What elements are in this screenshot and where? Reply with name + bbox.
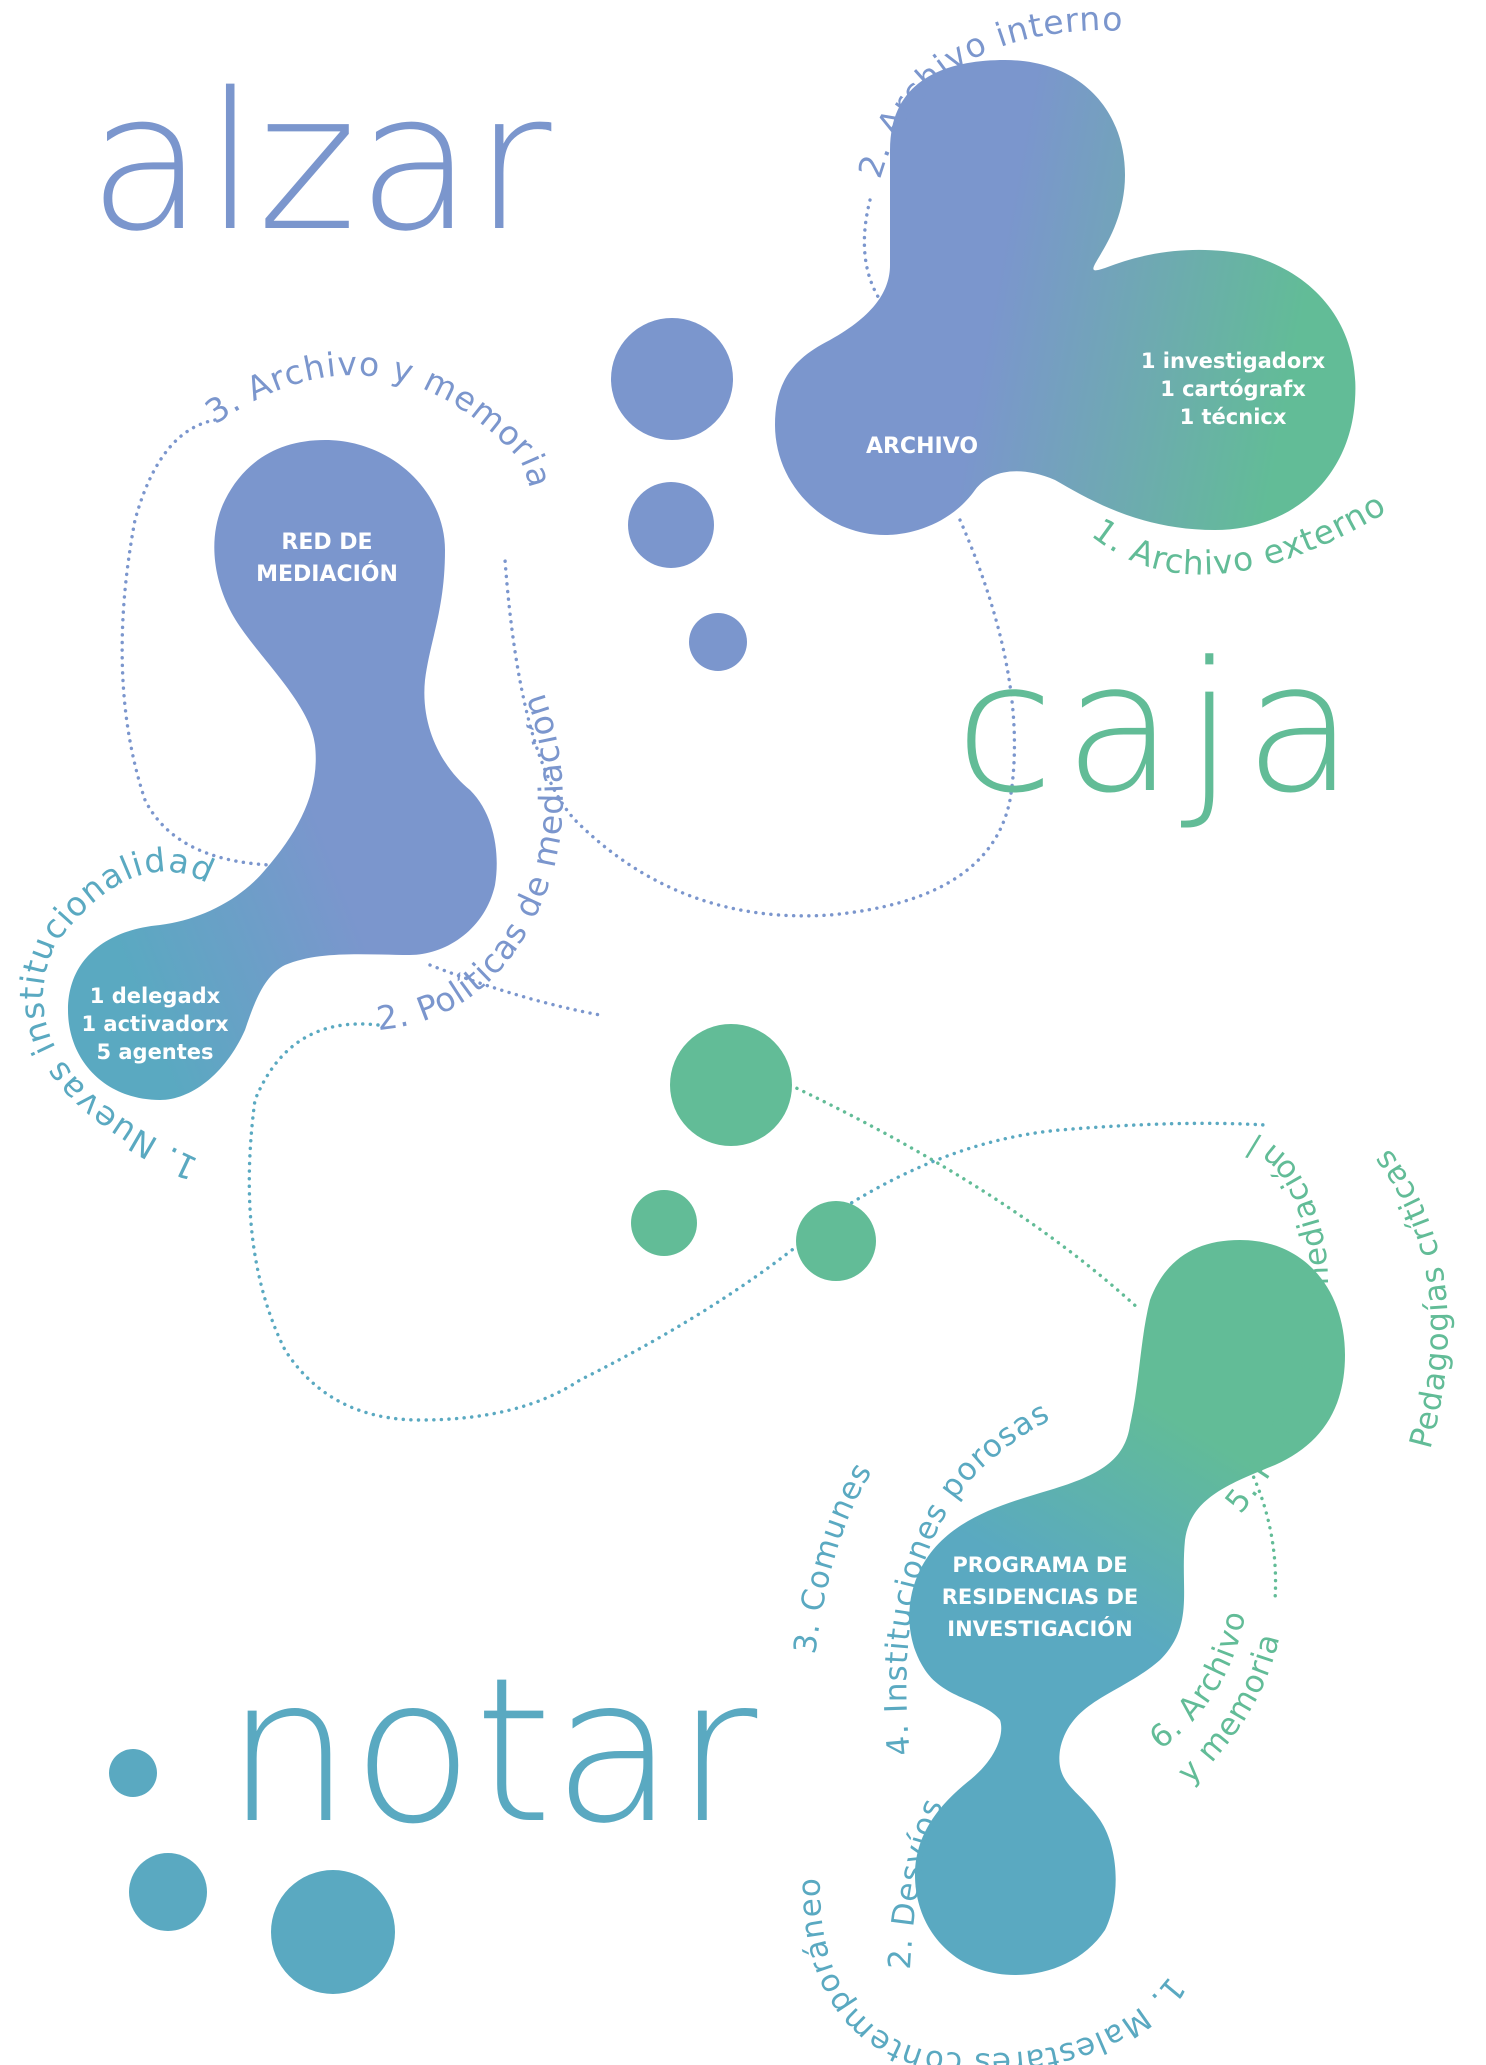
dot-teal-large [271,1870,395,1994]
connector-red-loop [120,418,272,867]
archivo-title: ARCHIVO [866,434,978,459]
red-title-line1: RED DE [281,530,372,555]
red-title-line2: MEDIACIÓN [256,561,398,587]
archivo-blob [775,60,1356,535]
decorative-dots [109,318,876,1994]
dot-periwinkle-small [689,613,747,671]
programa-title-line3: INVESTIGACIÓN [947,1616,1132,1641]
dot-teal-small [109,1749,157,1797]
connector-archivo-loop [503,198,1017,918]
archivo-role-1: 1 investigadorx [1141,349,1326,373]
label-programa-comunes: 3. Comunes [787,1456,879,1656]
programa-title-line1: PROGRAMA DE [952,1553,1127,1577]
word-alzar: alzar [88,52,552,273]
archivo-role-3: 1 técnicx [1180,405,1287,429]
dot-green-small [631,1190,697,1256]
red-role-1: 1 delegadx [90,984,221,1008]
dot-green-medium [796,1201,876,1281]
connector-red-to-center [428,963,602,1017]
connector-programa-right [1238,1448,1278,1602]
archivo-role-2: 1 cartógrafx [1160,377,1306,401]
connector-lines [120,198,1278,1602]
dot-green-large [670,1024,792,1146]
dot-periwinkle-medium [628,482,714,568]
red-role-2: 1 activadorx [82,1012,229,1036]
dot-periwinkle-large [611,318,733,440]
label-programa-pedagogias: Pedagogías críticas [1365,1142,1456,1452]
red-role-3: 5 agentes [96,1040,213,1064]
programa-title-line2: RESIDENCIAS DE [942,1585,1139,1609]
red-mediacion-blob [68,440,497,1100]
word-notar: notar [225,1635,758,1868]
programa-residencias-blob [909,1240,1345,1975]
word-caja: caja [955,624,1365,833]
dot-teal-medium [129,1853,207,1931]
